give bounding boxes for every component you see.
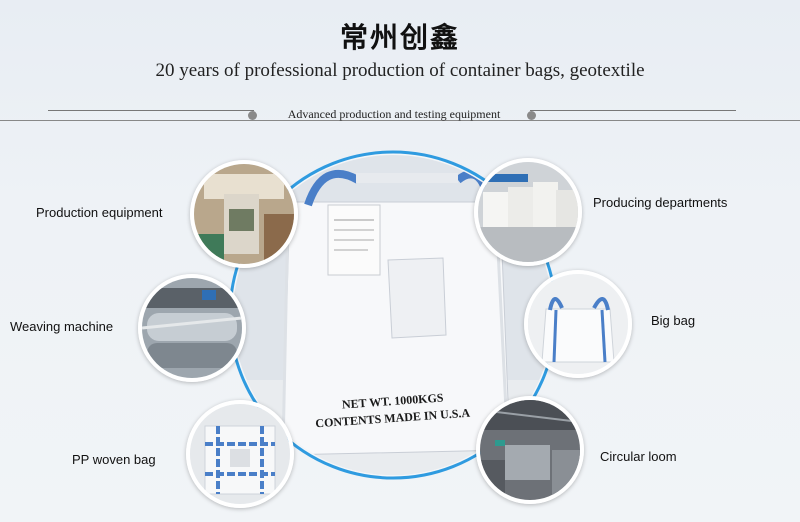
pp-woven-bag-image bbox=[186, 400, 294, 508]
label-producing-departments: Producing departments bbox=[593, 195, 728, 210]
divider-left bbox=[48, 110, 254, 111]
label-weaving-machine: Weaving machine bbox=[10, 319, 114, 334]
production-equipment-image bbox=[190, 160, 298, 268]
label-production-equipment: Production equipment bbox=[36, 205, 163, 220]
brand-title: 常州创鑫 bbox=[339, 21, 460, 54]
circular-loom-image bbox=[476, 396, 584, 504]
divider-main bbox=[0, 120, 800, 121]
label-circular-loom: Circular loom bbox=[600, 449, 677, 464]
section-heading: Advanced production and testing equipmen… bbox=[287, 107, 501, 121]
tagline: 20 years of professional production of c… bbox=[155, 60, 645, 81]
producing-departments-image bbox=[474, 158, 582, 266]
divider-right bbox=[530, 110, 736, 111]
weaving-machine-image bbox=[138, 274, 246, 382]
big-bag-image bbox=[524, 270, 632, 378]
label-pp-woven-bag: PP woven bag bbox=[72, 452, 156, 467]
divider-dot-right bbox=[527, 111, 536, 120]
divider-dot-left bbox=[248, 111, 257, 120]
label-big-bag: Big bag bbox=[651, 313, 696, 328]
